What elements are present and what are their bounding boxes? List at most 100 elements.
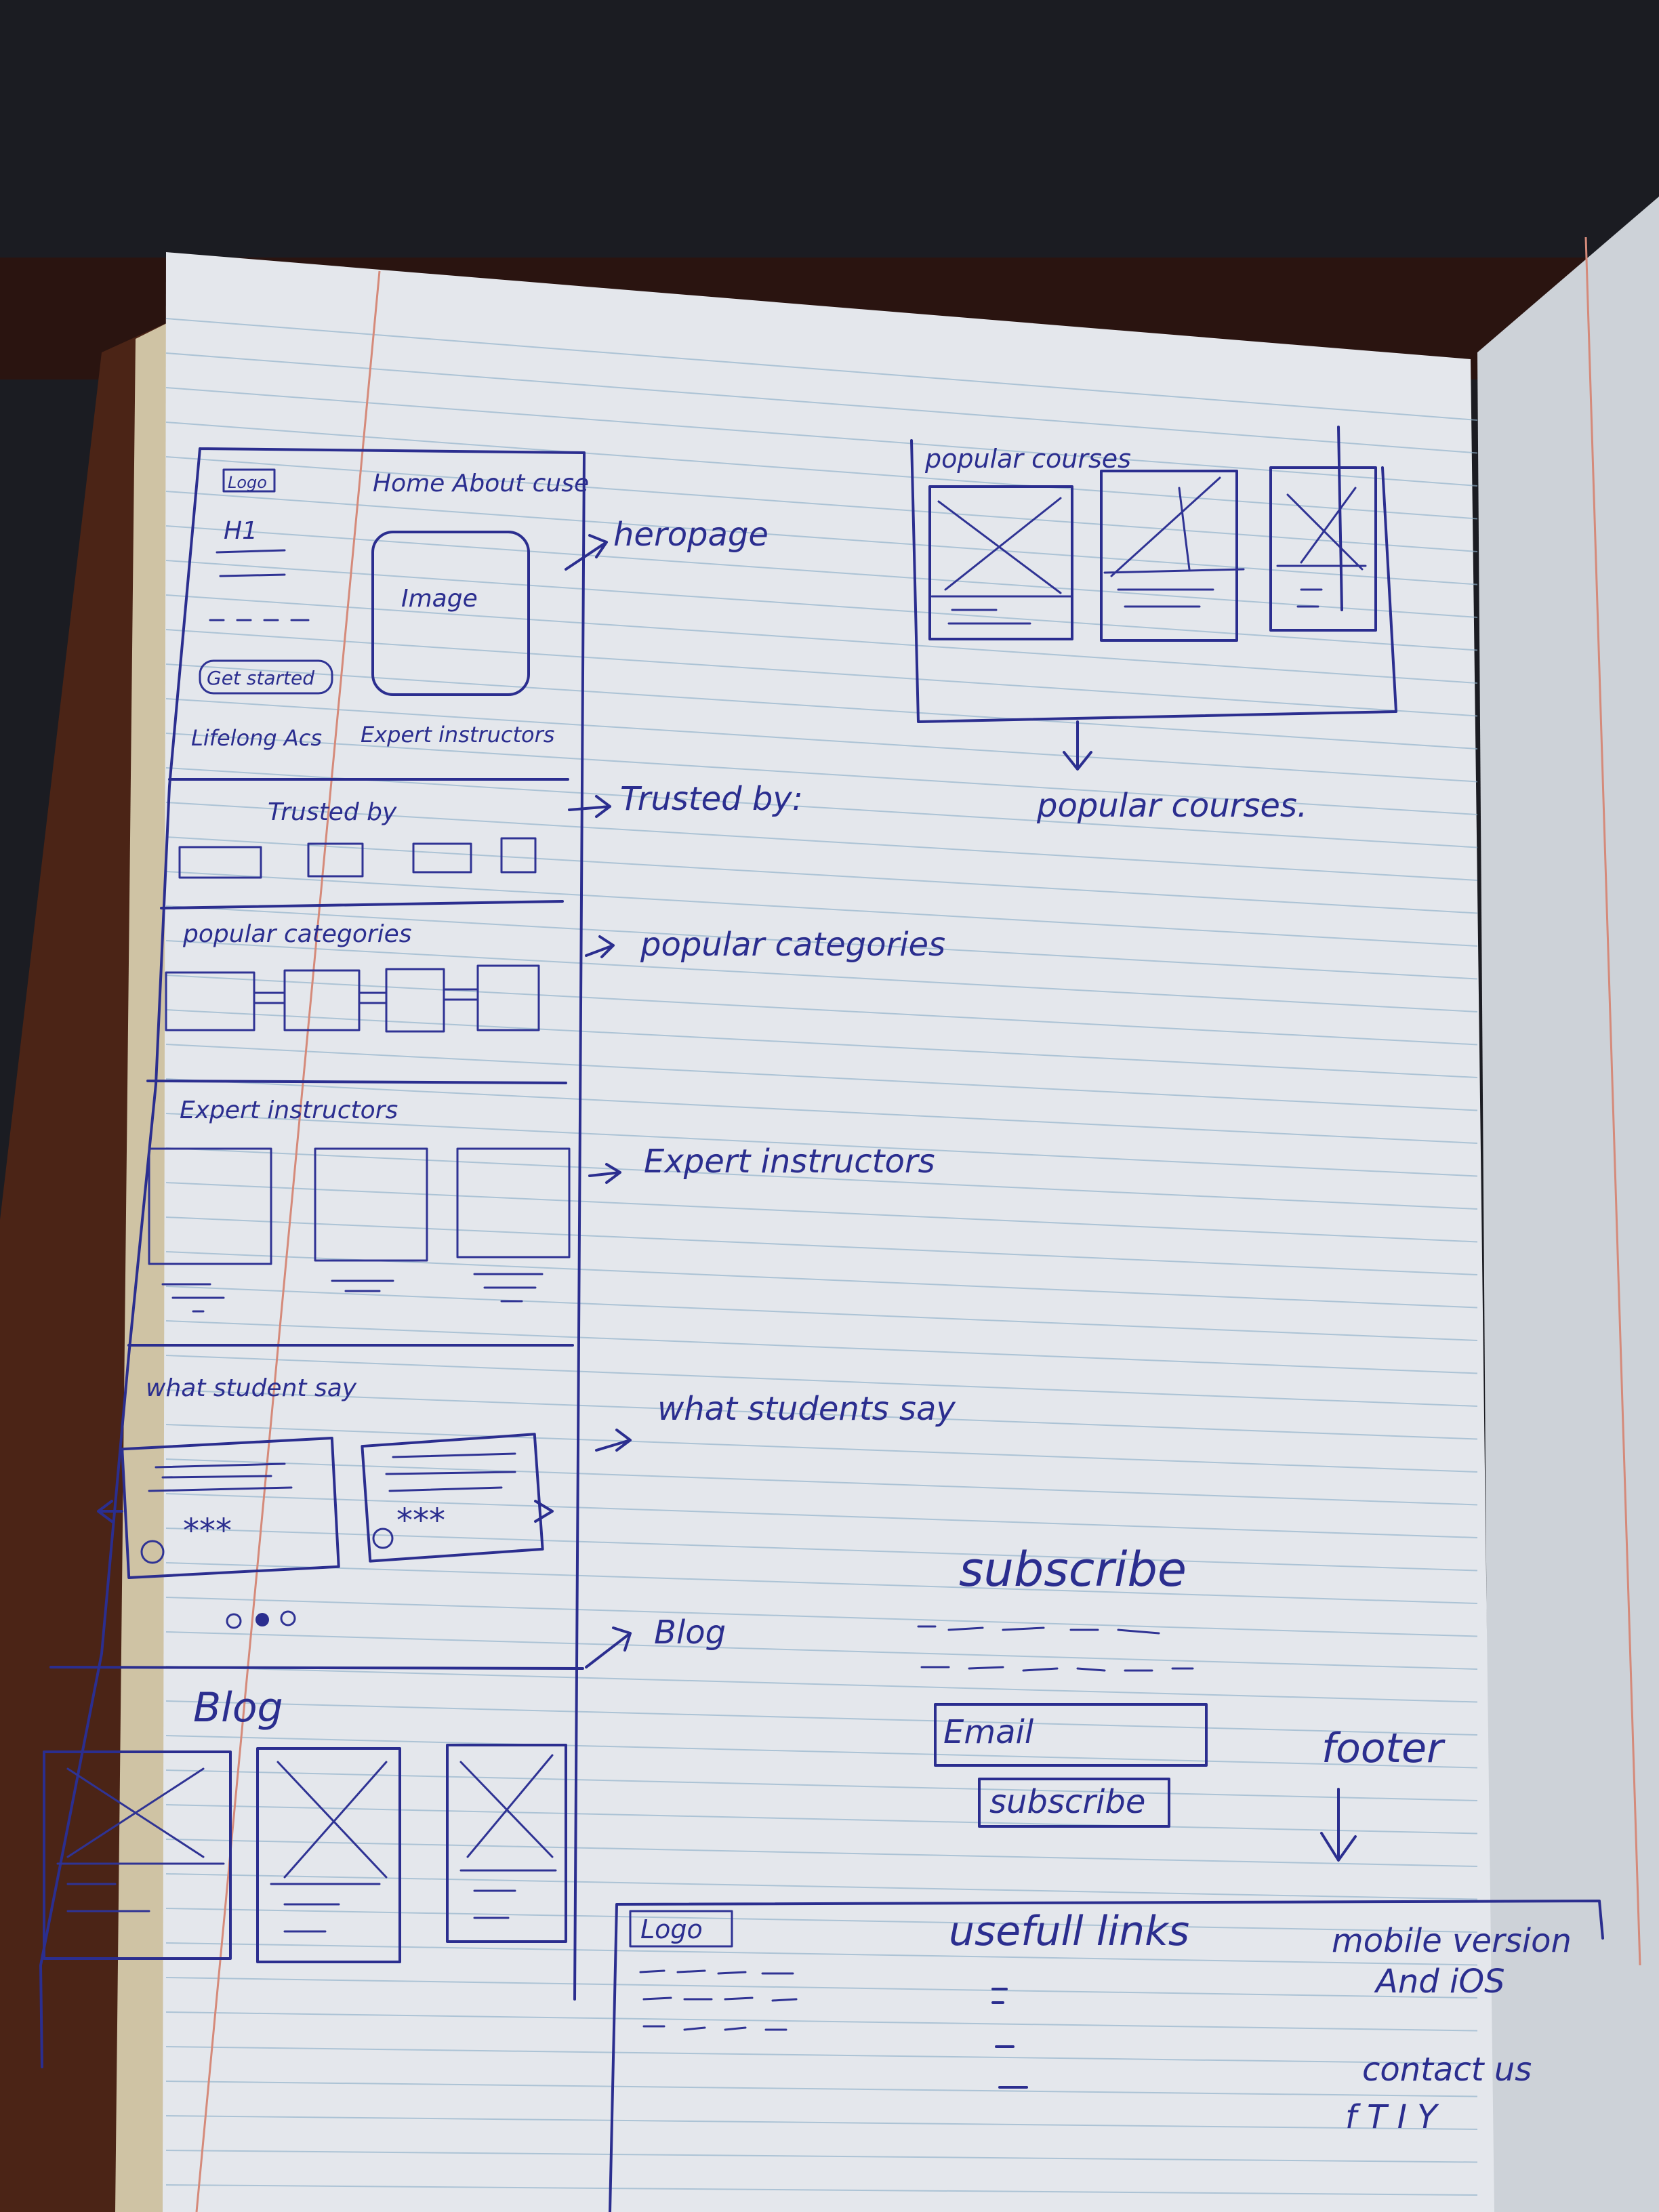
courses-sketch-title: popular courses [924,444,1131,474]
avatar [140,1540,165,1564]
ruled-line [165,1666,1478,1703]
annotation-trusted: Trusted by: [620,780,803,818]
trusted-title: Trusted by [268,798,397,826]
ruled-line [165,2081,1478,2097]
testimonial-stars-1: *** [183,1512,232,1550]
hero-image-label: Image [401,585,478,613]
ruled-line [165,836,1478,914]
avatar [372,1528,394,1549]
annotation-heropage: heropage [613,516,769,554]
ruled-line [165,2011,1478,2032]
ruled-line [165,1286,1478,1341]
ruled-line [165,1528,1478,1572]
ruled-line [165,1424,1478,1473]
ruled-line [165,1631,1478,1670]
ruled-line [165,2115,1478,2130]
instructor-card [314,1147,428,1262]
down-arrow-icon [1320,1788,1357,1862]
ruled-line [165,905,1478,980]
ruled-line [165,1147,1478,1210]
blog-cards [43,1744,567,1963]
carousel-dots [226,1610,296,1629]
header-logo: Logo [228,473,267,492]
get-started-label: Get started [207,667,314,689]
mobile-version: mobile version [1332,1922,1572,1960]
prev-arrow-icon [97,1500,123,1523]
testimonial-stars-2: *** [396,1502,445,1540]
subscribe-button-label: subscribe [989,1783,1145,1821]
footer-caption: footer [1322,1725,1446,1772]
ruled-line [165,1700,1478,1736]
popular-courses-sketch: popular courses popular courses. [910,426,1397,825]
footer-logo-box [629,1910,733,1948]
email-field[interactable] [934,1703,1208,1767]
ruled-line [165,940,1478,1012]
hero-stat-1: Lifelong Acs [191,725,322,751]
ruled-line [165,871,1478,947]
ruled-line [165,663,1478,750]
notebook-page [163,252,1494,2212]
mobile-platforms: And iOS [1374,1963,1505,2001]
ruled-line [165,560,1478,651]
ruled-line [165,1942,1478,1966]
right-page [1477,197,1659,2212]
ruled-line [165,975,1478,1046]
homepage-wireframe: Logo Home About cuse H1 Get started Imag… [39,447,589,2068]
ruled-line [165,422,1478,520]
carousel-dot-active [255,1613,269,1626]
ruled-line [165,1320,1478,1374]
ruled-line [165,2046,1478,2064]
ruled-line [165,1839,1478,1867]
annotation-arrows [565,534,632,1668]
subscribe-sketch: subscribe Email subscribe [917,1542,1208,1828]
ruled-line [165,1977,1478,1999]
courses-sketch-caption: popular courses. [1036,787,1307,825]
testimonial-card-1 [121,1437,340,1579]
ruled-line [165,1597,1478,1637]
hero-heading: H1 [224,517,258,545]
students-title: what student say [146,1374,357,1402]
ruled-line [165,456,1478,552]
category-card [283,969,361,1031]
ruled-line [165,629,1478,717]
email-placeholder: Email [943,1713,1034,1751]
ruled-line [165,767,1478,848]
annotation-instructors: Expert instructors [644,1143,935,1181]
ruled-line [165,491,1478,586]
ruled-line [165,525,1478,618]
ruled-line [165,1113,1478,1177]
trusted-logo-2 [307,842,364,878]
ruled-line [165,1458,1478,1506]
category-card [165,971,255,1031]
ruled-line [165,1735,1478,1769]
ruled-line [165,1078,1478,1144]
trusted-logo-4 [500,837,537,874]
trusted-logo-3 [412,842,472,874]
ruled-line [165,1769,1478,1801]
carousel-dot [280,1610,296,1626]
ruled-line [165,318,1478,421]
blog-card [256,1747,401,1963]
ruled-line [165,1562,1478,1604]
category-card [476,964,540,1031]
subscribe-button[interactable] [978,1778,1170,1828]
ruled-line [165,1355,1478,1407]
get-started-button [199,659,333,695]
categories-title: popular categories [182,920,412,948]
ruled-line [165,1493,1478,1538]
ruled-line [165,2184,1478,2196]
category-cards [165,964,540,1033]
ruled-line [165,2150,1478,2163]
ruled-lines [165,318,1478,2196]
annotation-categories: popular categories [640,926,945,964]
down-arrow-icon [1063,720,1092,771]
header-nav: Home About cuse [373,470,589,497]
ruled-line [165,1182,1478,1243]
contact-us: contact us [1362,2051,1532,2089]
hero-stat-2: Expert instructors [361,722,554,747]
social-icons: f T I Y [1345,2098,1439,2136]
blog-card [446,1744,567,1943]
ruled-line [165,1044,1478,1111]
ruled-line [165,733,1478,815]
